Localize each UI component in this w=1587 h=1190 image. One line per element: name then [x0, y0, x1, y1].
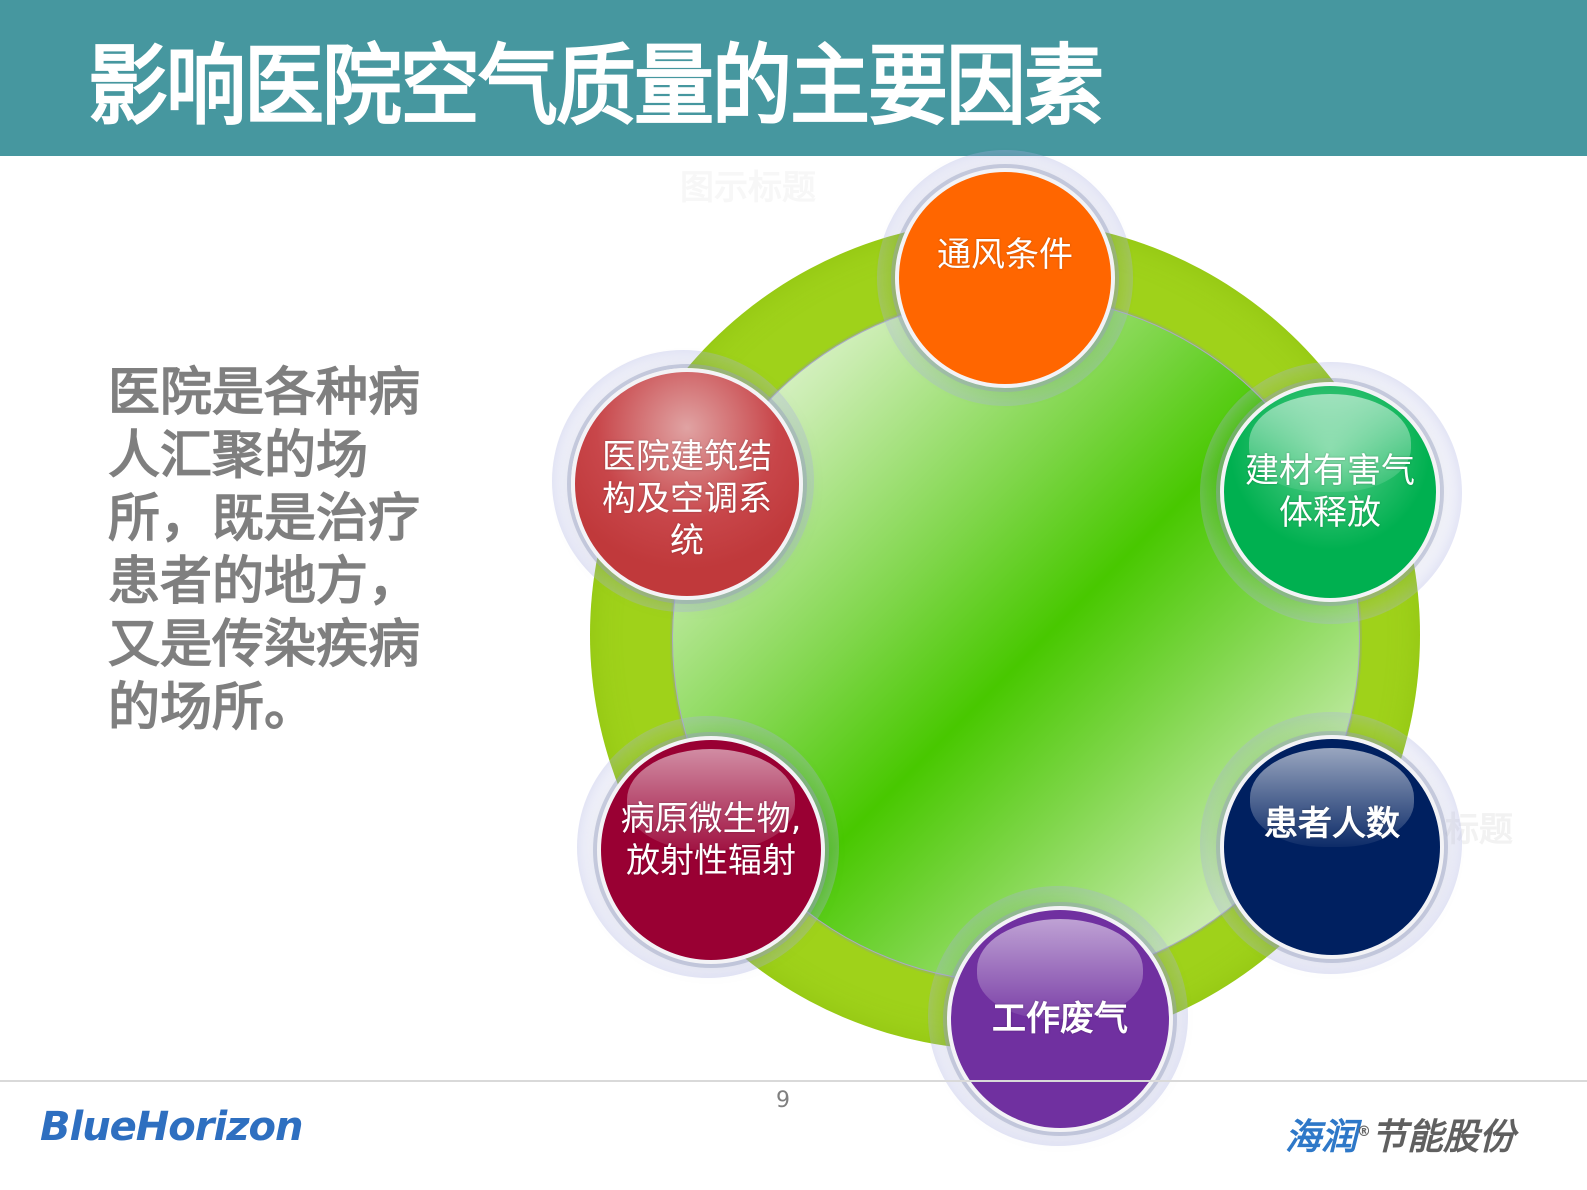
page-number: 9 — [776, 1088, 790, 1113]
hairun-logo: 海润®节能股份 — [1285, 1108, 1515, 1160]
node-building-materials: 建材有害气体释放 — [1220, 382, 1440, 602]
gloss-highlight — [977, 918, 1143, 1019]
gloss-highlight — [627, 748, 795, 850]
footer-divider — [0, 1080, 1587, 1082]
bluehorizon-logo: BlueHorizon — [40, 1104, 303, 1150]
slide-title: 影响医院空气质量的主要因素 — [88, 35, 1104, 138]
ghost-label-top: 图示标题 — [680, 168, 816, 208]
logo-hairun-text: 海润 — [1285, 1117, 1358, 1158]
node-label: 工作废气 — [992, 999, 1128, 1039]
node-pathogens-radiation: 病原微生物, 放射性辐射 — [597, 736, 825, 964]
node-label: 建材有害气体释放 — [1245, 451, 1415, 533]
node-patient-count: 患者人数 — [1220, 735, 1444, 959]
gloss-highlight — [1249, 747, 1415, 847]
registered-mark: ® — [1357, 1124, 1372, 1140]
node-ventilation: 通风条件 — [895, 168, 1115, 388]
node-building-hvac: 医院建筑结构及空调系统 — [571, 368, 803, 600]
node-label: 病原微生物, 放射性辐射 — [620, 799, 802, 881]
node-label: 患者人数 — [1264, 804, 1400, 844]
gloss-highlight — [1249, 394, 1411, 492]
node-label: 医院建筑结构及空调系统 — [602, 437, 772, 561]
body-paragraph: 医院是各种病人汇聚的场所，既是治疗患者的地方，又是传染疾病的场所。 — [108, 363, 421, 738]
title-banner: 影响医院空气质量的主要因素 — [0, 0, 1587, 156]
logo-company-text: 节能股份 — [1371, 1117, 1516, 1158]
node-label: 通风条件 — [937, 235, 1073, 275]
node-work-exhaust: 工作废气 — [947, 906, 1173, 1132]
